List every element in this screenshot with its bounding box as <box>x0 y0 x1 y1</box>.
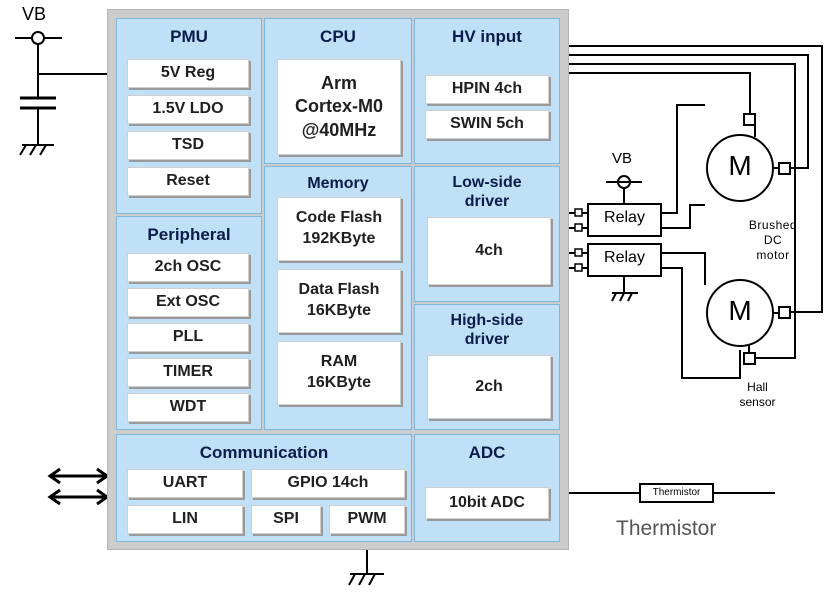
adc-section: ADC 10bit ADC <box>414 434 560 542</box>
hv-input-title: HV input <box>452 27 522 46</box>
adc-value: 10bit ADC <box>425 487 549 519</box>
ground-relay-icon <box>611 292 638 302</box>
peripheral-item-timer: TIMER <box>127 358 249 387</box>
relay-label-2: Relay <box>604 249 645 266</box>
memory-data-flash: Data Flash 16KByte <box>277 269 401 333</box>
thermistor-box-label: Thermistor <box>652 487 701 498</box>
comm-uart: UART <box>127 469 243 498</box>
lowside-title: Low-side driver <box>452 174 522 211</box>
hall-sensor-label: Hall sensor <box>739 380 776 409</box>
hv-input-lines <box>569 45 823 359</box>
thermistor-label: Thermistor <box>616 517 717 540</box>
lowside-section: Low-side driver 4ch <box>414 166 560 302</box>
pmu-title: PMU <box>170 27 208 46</box>
adc-title: ADC <box>468 443 506 462</box>
highside-title: High-side driver <box>450 312 524 349</box>
vb-left-label: VB <box>22 4 47 24</box>
pmu-item-tsd: TSD <box>127 131 249 160</box>
motor-top-symbol: M <box>728 150 752 181</box>
comm-pwm: PWM <box>329 505 405 534</box>
relay-label-1: Relay <box>604 209 645 226</box>
communication-section: Communication UART GPIO 14ch LIN SPI PWM <box>116 434 412 542</box>
cpu-title: CPU <box>320 27 356 46</box>
peripheral-item-pll: PLL <box>127 323 249 352</box>
hall-pin-bot-2 <box>743 352 756 365</box>
lowside-lines <box>569 212 588 269</box>
hv-item-swin: SWIN 5ch <box>425 110 549 139</box>
comm-gpio: GPIO 14ch <box>251 469 405 498</box>
pmu-item-5v-reg: 5V Reg <box>127 59 249 88</box>
memory-ram: RAM 16KByte <box>277 341 401 405</box>
hall-pin-bot-1 <box>778 306 791 319</box>
vb-left-terminal <box>31 31 45 45</box>
peripheral-section: Peripheral 2ch OSC Ext OSC PLL TIMER WDT <box>116 216 262 430</box>
memory-section: Memory Code Flash 192KByte Data Flash 16… <box>264 166 412 430</box>
pmu-section: PMU 5V Reg 1.5V LDO TSD Reset <box>116 18 262 214</box>
motor-label: Brushed DC motor <box>748 218 798 262</box>
cpu-core: Arm Cortex-M0 @40MHz <box>277 59 401 155</box>
relay-box-2 <box>587 243 662 277</box>
communication-title: Communication <box>199 443 329 462</box>
hall-pin-top-2 <box>778 162 791 175</box>
ground-bottom-icon <box>348 573 384 586</box>
hv-input-section: HV input HPIN 4ch SWIN 5ch <box>414 18 560 164</box>
relay-terminals <box>574 208 583 272</box>
hv-item-hpin: HPIN 4ch <box>425 75 549 104</box>
comm-spi: SPI <box>251 505 321 534</box>
comm-lin: LIN <box>127 505 243 534</box>
lin-arrow-icon <box>47 488 110 506</box>
peripheral-item-wdt: WDT <box>127 393 249 422</box>
mcu-chip: PMU 5V Reg 1.5V LDO TSD Reset CPU Arm Co… <box>107 9 569 550</box>
vb-right-label: VB <box>612 150 633 167</box>
highside-channels: 2ch <box>427 355 551 419</box>
relay-box-1 <box>587 203 662 237</box>
pmu-item-reset: Reset <box>127 167 249 196</box>
lowside-channels: 4ch <box>427 217 551 285</box>
ground-left-icon <box>19 144 54 156</box>
highside-section: High-side driver 2ch <box>414 304 560 430</box>
peripheral-item-ext-osc: Ext OSC <box>127 288 249 317</box>
motor-wires <box>661 104 741 379</box>
peripheral-title: Peripheral <box>147 225 231 244</box>
cpu-section: CPU Arm Cortex-M0 @40MHz <box>264 18 412 164</box>
motor-bottom-symbol: M <box>728 295 752 326</box>
peripheral-item-osc: 2ch OSC <box>127 253 249 282</box>
hall-pin-top-1 <box>743 113 756 126</box>
pmu-item-ldo: 1.5V LDO <box>127 95 249 124</box>
memory-title: Memory <box>307 175 369 192</box>
uart-arrow-icon <box>47 467 110 485</box>
memory-code-flash: Code Flash 192KByte <box>277 197 401 261</box>
